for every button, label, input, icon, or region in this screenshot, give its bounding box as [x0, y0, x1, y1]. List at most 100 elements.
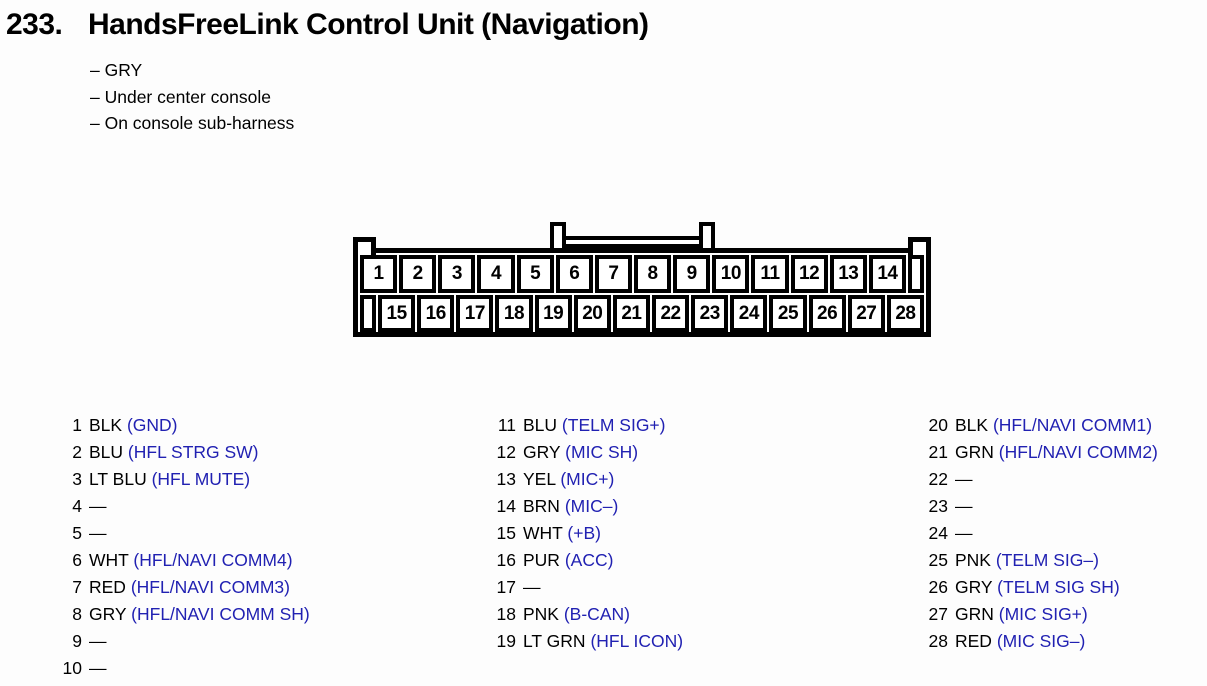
pin-wire-color: RED [89, 577, 126, 597]
pin-number: 9 [72, 631, 82, 651]
note-line: – GRY [90, 60, 143, 80]
pin-signal-name: (HFL/NAVI COMM1) [992, 415, 1153, 435]
pin-number: 23 [928, 496, 948, 516]
pin-row: 9— [54, 628, 310, 655]
connector-pin-cell: 27 [847, 295, 885, 332]
pin-wire-color: — [89, 496, 107, 516]
pin-number: 24 [928, 523, 948, 543]
connector-pin-cell: 23 [691, 295, 729, 332]
page-title: HandsFreeLink Control Unit (Navigation) [88, 8, 649, 41]
pin-wire-color: BLU [89, 442, 124, 462]
pin-wire-color: BLK [955, 415, 989, 435]
connector-pin-cell: 5 [516, 255, 554, 293]
pin-row: 3 LT BLU (HFL MUTE) [54, 466, 310, 493]
pin-signal-name: (HFL/NAVI COMM2) [998, 442, 1158, 462]
connector-pin-cell: 22 [651, 295, 690, 332]
pin-signal-name: (HFL STRG SW) [127, 442, 259, 462]
pin-wire-color: GRY [523, 442, 561, 462]
pin-row: 4— [54, 493, 310, 520]
pin-number: 13 [496, 469, 516, 489]
pin-row: 20 BLK (HFL/NAVI COMM1) [920, 412, 1158, 439]
connector-diagram: 1 2 3 4 5 6 7 8 9 10 11 12 13 14 15 16 1… [353, 222, 931, 337]
connector-pin-cell: 3 [438, 255, 476, 293]
pin-wire-color: — [89, 658, 107, 678]
pin-signal-name: (ACC) [564, 550, 614, 570]
pin-row: 22 — [920, 466, 1158, 493]
connector-pin-cell: 26 [808, 295, 846, 332]
pin-number: 27 [928, 604, 948, 624]
pin-wire-color: RED [955, 631, 992, 651]
connector-latch-bar [555, 236, 713, 248]
pin-wire-color: BLU [523, 415, 558, 435]
connector-pin-cell: 1 [360, 255, 398, 293]
connector-pin-cell: 6 [555, 255, 593, 293]
pin-wire-color: GRN [955, 604, 994, 624]
pin-signal-name: (HFL MUTE) [151, 469, 251, 489]
pin-wire-color: — [955, 496, 973, 516]
pin-signal-name: (HFL/NAVI COMM4) [133, 550, 293, 570]
connector-row-top: 1 2 3 4 5 6 7 8 9 10 11 12 13 14 [360, 255, 924, 293]
pin-number: 15 [496, 523, 516, 543]
pin-wire-color: WHT [523, 523, 563, 543]
pin-wire-color: BRN [523, 496, 560, 516]
connector-pin-cell: 2 [399, 255, 437, 293]
pin-wire-color: — [955, 469, 973, 489]
pin-number: 28 [928, 631, 948, 651]
connector-pin-cell: 18 [495, 295, 533, 332]
pin-row: 27 GRN (MIC SIG+) [920, 601, 1158, 628]
pin-wire-color: — [89, 523, 107, 543]
pin-number: 25 [928, 550, 948, 570]
connector-pin-cell: 20 [573, 295, 611, 332]
pin-row: 10— [54, 655, 310, 682]
pin-number: 11 [497, 415, 516, 435]
pin-number: 6 [72, 550, 82, 570]
connector-pin-cell: 24 [730, 295, 768, 332]
section-number: 233. [6, 8, 63, 41]
connector-pin-cell: 14 [868, 255, 906, 293]
pin-signal-name: (MIC–) [564, 496, 619, 516]
pin-wire-color: LT BLU [89, 469, 147, 489]
connector-blank-slot [907, 255, 924, 293]
connector-pin-cell: 10 [712, 255, 750, 293]
connector-pin-cell: 9 [673, 255, 711, 293]
connector-pin-cell: 11 [751, 255, 789, 293]
pin-number: 22 [928, 469, 948, 489]
note-line: – On console sub-harness [90, 113, 295, 133]
connector-pin-cell: 21 [612, 295, 650, 332]
pin-number: 4 [72, 496, 82, 516]
pin-signal-name: (TELM SIG–) [995, 550, 1099, 570]
connector-pin-cell: 17 [456, 295, 494, 332]
pin-number: 18 [496, 604, 516, 624]
pin-number: 3 [72, 469, 82, 489]
connector-latch-post-right [699, 222, 715, 252]
pin-wire-color: — [523, 577, 541, 597]
pin-wire-color: — [89, 631, 107, 651]
pin-signal-name: (MIC SIG+) [998, 604, 1088, 624]
connector-latch-post-left [550, 222, 566, 252]
note-line: – Under center console [90, 86, 271, 107]
pin-number: 14 [496, 496, 516, 516]
pin-signal-name: (+B) [567, 523, 601, 543]
pin-row: 23 — [920, 493, 1158, 520]
pin-signal-name: (HFL ICON) [590, 631, 684, 651]
pin-number: 16 [496, 550, 516, 570]
pin-signal-name: (MIC SH) [565, 442, 639, 462]
connector-corner-tab-right [908, 237, 931, 255]
pin-wire-color: PNK [955, 550, 991, 570]
pin-row: 5— [54, 520, 310, 547]
connector-pin-cell: 16 [417, 295, 455, 332]
pin-wire-color: — [955, 523, 973, 543]
pin-number: 20 [928, 415, 948, 435]
connector-body: 1 2 3 4 5 6 7 8 9 10 11 12 13 14 15 16 1… [353, 248, 931, 337]
